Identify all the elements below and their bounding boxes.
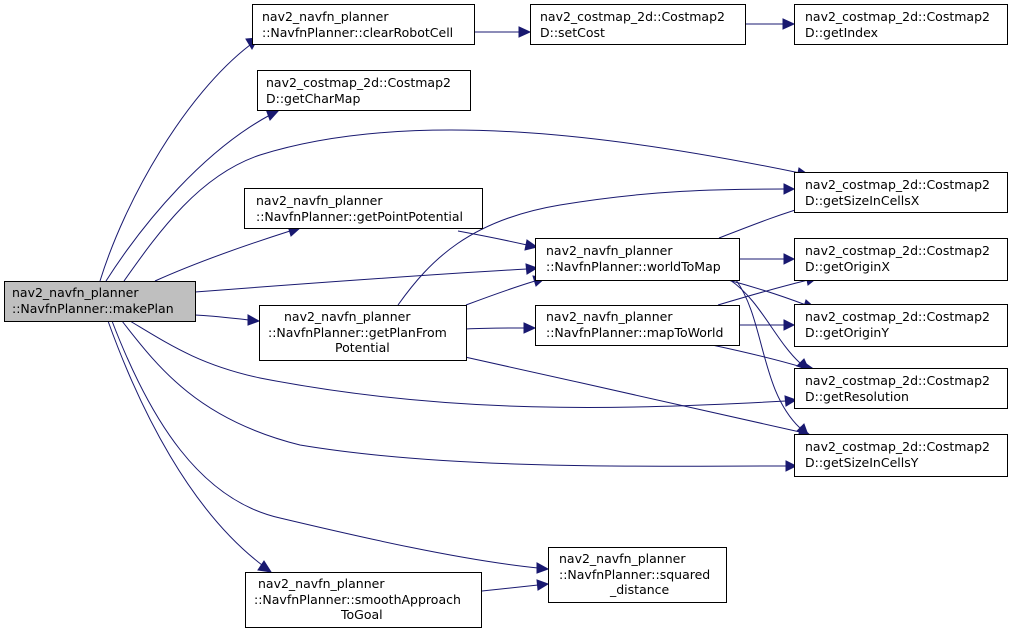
edge-smoothapproachtogoal-to-squared-distance bbox=[481, 579, 550, 592]
node-smooth-approach-to-goal-line-1: nav2_navfn_planner bbox=[258, 576, 385, 591]
node-world-to-map-line-1: nav2_navfn_planner bbox=[546, 243, 673, 258]
node-get-origin-y[interactable]: nav2_costmap_2d::Costmap2 D::getOriginY bbox=[794, 304, 1008, 347]
node-smooth-approach-to-goal[interactable]: nav2_navfn_planner ::NavfnPlanner::smoot… bbox=[245, 572, 482, 628]
node-get-origin-x-line-2: D::getOriginX bbox=[805, 259, 890, 274]
node-get-point-potential-line-2: ::NavfnPlanner::getPointPotential bbox=[256, 209, 463, 224]
edge-getplanfrompotential-to-getsizeincellsx bbox=[397, 183, 796, 306]
node-get-size-in-cells-x-line-2: D::getSizeInCellsX bbox=[805, 193, 920, 208]
nodes-layer: nav2_navfn_planner ::NavfnPlanner::makeP… bbox=[4, 4, 1008, 628]
edge-worldtomap-to-getoriginx bbox=[740, 253, 796, 265]
node-set-cost-line-1: nav2_costmap_2d::Costmap2 bbox=[540, 9, 725, 24]
node-world-to-map-line-2: ::NavfnPlanner::worldToMap bbox=[546, 259, 721, 274]
node-get-point-potential-line-1: nav2_navfn_planner bbox=[256, 193, 383, 208]
node-get-char-map-line-1: nav2_costmap_2d::Costmap2 bbox=[266, 75, 451, 90]
node-get-size-in-cells-y[interactable]: nav2_costmap_2d::Costmap2 D::getSizeInCe… bbox=[794, 434, 1008, 477]
node-make-plan-line-1: nav2_navfn_planner bbox=[12, 285, 139, 300]
node-clear-robot-cell-line-2: ::NavfnPlanner::clearRobotCell bbox=[262, 25, 453, 40]
node-get-char-map-line-2: D::getCharMap bbox=[266, 91, 360, 106]
node-set-cost[interactable]: nav2_costmap_2d::Costmap2 D::setCost bbox=[530, 4, 746, 45]
node-get-plan-from-potential-line-1: nav2_navfn_planner bbox=[284, 309, 411, 324]
node-squared-distance[interactable]: nav2_navfn_planner ::NavfnPlanner::squar… bbox=[548, 547, 727, 603]
edge-getplanfrompotential-to-maptoworld bbox=[465, 322, 537, 334]
node-get-resolution-line-1: nav2_costmap_2d::Costmap2 bbox=[805, 373, 990, 388]
edge-makeplan-to-smoothapproachtogoal bbox=[107, 320, 273, 573]
edge-makeplan-to-getresolution bbox=[129, 320, 798, 408]
node-make-plan-line-2: ::NavfnPlanner::makePlan bbox=[12, 301, 174, 316]
node-get-char-map[interactable]: nav2_costmap_2d::Costmap2 D::getCharMap bbox=[257, 70, 471, 111]
node-get-plan-from-potential-line-2: ::NavfnPlanner::getPlanFrom bbox=[268, 325, 447, 340]
node-get-plan-from-potential-line-3: Potential bbox=[335, 340, 390, 355]
node-map-to-world-line-2: ::NavfnPlanner::mapToWorld bbox=[546, 325, 723, 340]
node-get-origin-x[interactable]: nav2_costmap_2d::Costmap2 D::getOriginX bbox=[794, 238, 1008, 281]
node-get-origin-x-line-1: nav2_costmap_2d::Costmap2 bbox=[805, 243, 990, 258]
edge-getplanfrompotential-to-worldtomap bbox=[465, 275, 547, 306]
edge-setcost-to-getindex bbox=[745, 18, 796, 30]
edge-getplanfrompotential-to-getsizeincellsy bbox=[455, 354, 812, 438]
node-get-origin-y-line-1: nav2_costmap_2d::Costmap2 bbox=[805, 309, 990, 324]
node-get-point-potential[interactable]: nav2_navfn_planner ::NavfnPlanner::getPo… bbox=[244, 188, 483, 229]
node-map-to-world[interactable]: nav2_navfn_planner ::NavfnPlanner::mapTo… bbox=[535, 305, 740, 346]
node-squared-distance-line-2: ::NavfnPlanner::squared bbox=[559, 567, 710, 582]
edge-makeplan-to-worldtomap bbox=[194, 263, 539, 293]
node-get-size-in-cells-x-line-1: nav2_costmap_2d::Costmap2 bbox=[805, 177, 990, 192]
node-get-index-line-1: nav2_costmap_2d::Costmap2 bbox=[805, 9, 990, 24]
edges-layer bbox=[99, 18, 823, 592]
edge-makeplan-to-clearrobotcell bbox=[99, 37, 259, 282]
node-get-plan-from-potential[interactable]: nav2_navfn_planner ::NavfnPlanner::getPl… bbox=[259, 305, 467, 361]
node-get-index[interactable]: nav2_costmap_2d::Costmap2 D::getIndex bbox=[794, 4, 1008, 45]
node-get-size-in-cells-y-line-2: D::getSizeInCellsY bbox=[805, 455, 919, 470]
node-map-to-world-line-1: nav2_navfn_planner bbox=[546, 309, 673, 324]
node-clear-robot-cell[interactable]: nav2_navfn_planner ::NavfnPlanner::clear… bbox=[252, 4, 475, 45]
node-squared-distance-line-1: nav2_navfn_planner bbox=[559, 551, 686, 566]
edge-makeplan-to-getsizeincellsy bbox=[121, 320, 798, 472]
edge-getpointpotential-to-worldtomap bbox=[457, 230, 539, 251]
edge-makeplan-to-getplanfrompotential bbox=[194, 314, 261, 326]
node-clear-robot-cell-line-1: nav2_navfn_planner bbox=[262, 9, 389, 24]
node-get-size-in-cells-x[interactable]: nav2_costmap_2d::Costmap2 D::getSizeInCe… bbox=[794, 172, 1008, 213]
edge-clearrobotcell-to-setcost bbox=[473, 26, 532, 38]
node-get-index-line-2: D::getIndex bbox=[805, 25, 878, 40]
edge-makeplan-to-squared-distance bbox=[111, 320, 550, 574]
node-smooth-approach-to-goal-line-2: ::NavfnPlanner::smoothApproach bbox=[254, 592, 461, 607]
node-get-size-in-cells-y-line-1: nav2_costmap_2d::Costmap2 bbox=[805, 439, 990, 454]
node-get-origin-y-line-2: D::getOriginY bbox=[805, 325, 889, 340]
edge-maptoworld-to-getoriginy bbox=[739, 319, 796, 331]
node-set-cost-line-2: D::setCost bbox=[540, 25, 605, 40]
node-smooth-approach-to-goal-line-3: ToGoal bbox=[340, 607, 383, 622]
edge-worldtomap-to-getsizeincellsy bbox=[735, 279, 809, 436]
node-world-to-map[interactable]: nav2_navfn_planner ::NavfnPlanner::world… bbox=[535, 238, 740, 281]
node-get-resolution[interactable]: nav2_costmap_2d::Costmap2 D::getResoluti… bbox=[794, 368, 1008, 409]
node-get-resolution-line-2: D::getResolution bbox=[805, 389, 909, 404]
edge-makeplan-to-getpointpotential bbox=[154, 225, 302, 282]
node-squared-distance-line-3: _distance bbox=[609, 582, 670, 597]
node-make-plan[interactable]: nav2_navfn_planner ::NavfnPlanner::makeP… bbox=[4, 281, 196, 322]
